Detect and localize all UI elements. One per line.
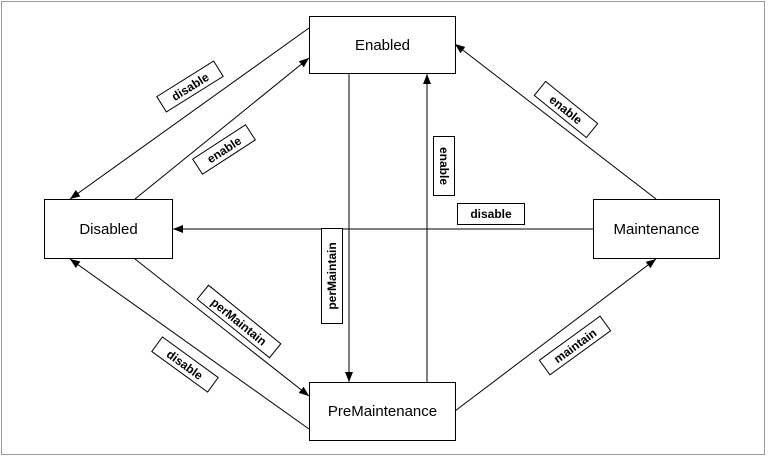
label-premaintenance-to-enabled: enable <box>433 136 455 196</box>
label-enabled-to-premaintenance: perMaintain <box>321 228 343 324</box>
state-maintenance-label: Maintenance <box>613 220 700 238</box>
arrow-premaintenance-to-maintenance <box>454 258 657 412</box>
state-disabled[interactable]: Disabled <box>44 199 173 259</box>
state-premaintenance[interactable]: PreMaintenance <box>309 382 456 441</box>
state-disabled-label: Disabled <box>79 220 138 238</box>
label-maintenance-to-disabled: disable <box>457 203 525 225</box>
state-premaintenance-label: PreMaintenance <box>327 403 438 420</box>
arrow-enabled-to-disabled <box>69 27 310 200</box>
state-enabled[interactable]: Enabled <box>309 16 456 74</box>
arrow-maintenance-to-enabled <box>454 43 657 200</box>
arrow-premaintenance-to-disabled <box>69 258 310 430</box>
state-maintenance[interactable]: Maintenance <box>593 199 720 259</box>
state-enabled-label: Enabled <box>354 36 411 54</box>
arrow-disabled-to-premaintenance <box>134 258 310 397</box>
arrow-disabled-to-enabled <box>134 57 310 200</box>
